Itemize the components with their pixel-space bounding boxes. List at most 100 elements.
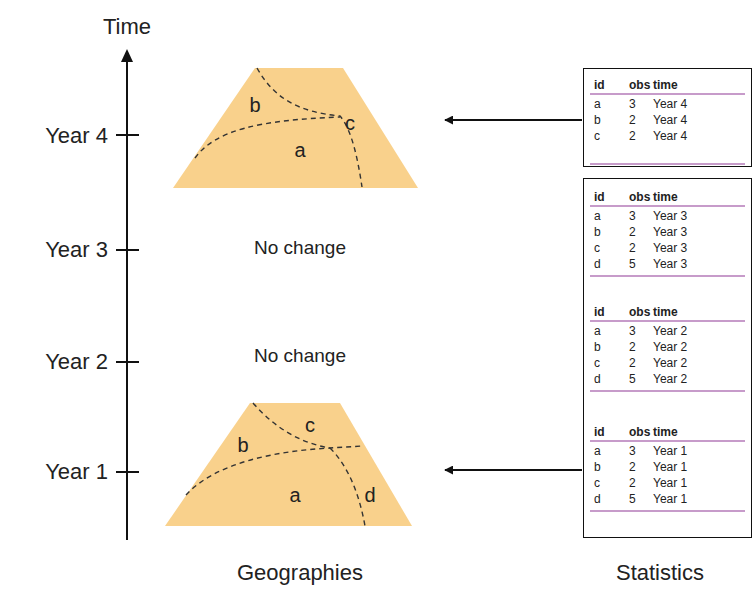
table-rule: [590, 275, 745, 276]
table-cell: 3: [629, 445, 636, 457]
table-cell: time: [653, 79, 678, 91]
table-cell: Year 1: [653, 493, 687, 505]
region-id: c: [305, 415, 315, 435]
note: No change: [210, 237, 390, 259]
table-cell: b: [594, 114, 601, 126]
table-cell: 2: [629, 477, 636, 489]
table-cell: 2: [629, 461, 636, 473]
axis-tick: [116, 361, 139, 363]
table-cell: 2: [629, 357, 636, 369]
table-cell: obs: [629, 79, 650, 91]
axis-tick: [116, 249, 139, 251]
map-outline: [165, 403, 412, 526]
arrow-connector: [445, 469, 582, 471]
region-id: c: [345, 113, 355, 133]
note: No change: [210, 345, 390, 367]
geography-map: b c a: [173, 68, 418, 188]
table-cell: 2: [629, 226, 636, 238]
table-cell: 3: [629, 325, 636, 337]
region-id: b: [237, 435, 248, 455]
table-cell: c: [594, 130, 600, 142]
table-cell: Year 3: [653, 242, 687, 254]
table-cell: 5: [629, 373, 636, 385]
boundary-line: [195, 117, 340, 158]
axis-title: Time: [77, 14, 177, 39]
table-cell: id: [594, 306, 605, 318]
statistics-table: idobstimea3Year 4b2Year 4c2Year 4: [583, 68, 752, 167]
table-cell: 3: [629, 210, 636, 222]
region-id: a: [294, 140, 305, 160]
table-cell: 2: [629, 130, 636, 142]
table-cell: Year 4: [653, 114, 687, 126]
table-cell: 2: [629, 114, 636, 126]
table-cell: a: [594, 325, 601, 337]
table-cell: Year 3: [653, 258, 687, 270]
region-fill: [173, 68, 418, 188]
arrow-connector: [445, 119, 582, 121]
table-rule: [590, 163, 745, 164]
table-cell: a: [594, 445, 601, 457]
table-cell: 3: [629, 98, 636, 110]
table-rule: [590, 205, 745, 207]
boundary-line: [253, 403, 330, 448]
table-rule: [590, 320, 745, 322]
table-cell: Year 3: [653, 226, 687, 238]
table-cell: obs: [629, 426, 650, 438]
boundary-line: [257, 68, 362, 187]
table-rule: [590, 510, 745, 511]
table-rule: [590, 93, 745, 95]
table-cell: b: [594, 341, 601, 353]
year-label: Year 4: [0, 123, 108, 148]
table-cell: id: [594, 191, 605, 203]
table-cell: a: [594, 210, 601, 222]
table-cell: 2: [629, 242, 636, 254]
table-cell: Year 1: [653, 445, 687, 457]
map-outline: [173, 68, 418, 188]
year-label: Year 1: [0, 459, 108, 484]
table-cell: 5: [629, 493, 636, 505]
table-cell: obs: [629, 306, 650, 318]
table-cell: id: [594, 426, 605, 438]
column-title: Geographies: [190, 560, 410, 585]
axis-tick: [116, 471, 139, 473]
table-cell: c: [594, 242, 600, 254]
table-cell: 2: [629, 341, 636, 353]
table-cell: id: [594, 79, 605, 91]
column-title: Statistics: [575, 560, 745, 585]
axis-arrowhead: [121, 49, 133, 62]
table-rule: [590, 390, 745, 391]
table-cell: time: [653, 306, 678, 318]
table-cell: Year 2: [653, 341, 687, 353]
table-rule: [590, 440, 745, 442]
table-cell: b: [594, 461, 601, 473]
table-cell: 5: [629, 258, 636, 270]
table-cell: c: [594, 477, 600, 489]
table-cell: time: [653, 191, 678, 203]
table-cell: a: [594, 98, 601, 110]
table-cell: d: [594, 373, 601, 385]
table-cell: Year 2: [653, 373, 687, 385]
table-cell: d: [594, 493, 601, 505]
axis-tick: [116, 134, 139, 136]
year-label: Year 3: [0, 237, 108, 262]
table-cell: time: [653, 426, 678, 438]
table-cell: Year 2: [653, 357, 687, 369]
table-cell: Year 4: [653, 98, 687, 110]
geography-map: cbad: [165, 403, 412, 526]
region-id: a: [289, 485, 300, 505]
table-cell: Year 1: [653, 477, 687, 489]
region-id: b: [249, 95, 260, 115]
table-cell: d: [594, 258, 601, 270]
year-label: Year 2: [0, 349, 108, 374]
table-cell: Year 1: [653, 461, 687, 473]
table-cell: Year 4: [653, 130, 687, 142]
statistics-table: idobstimea3Year 3b2Year 3c2Year 3d5Year …: [583, 178, 752, 538]
boundary-line: [330, 448, 365, 526]
region-fill: [165, 403, 412, 526]
axis-line: [126, 60, 128, 540]
table-cell: b: [594, 226, 601, 238]
table-cell: obs: [629, 191, 650, 203]
table-cell: Year 3: [653, 210, 687, 222]
boundary-line: [186, 446, 363, 495]
table-cell: c: [594, 357, 600, 369]
